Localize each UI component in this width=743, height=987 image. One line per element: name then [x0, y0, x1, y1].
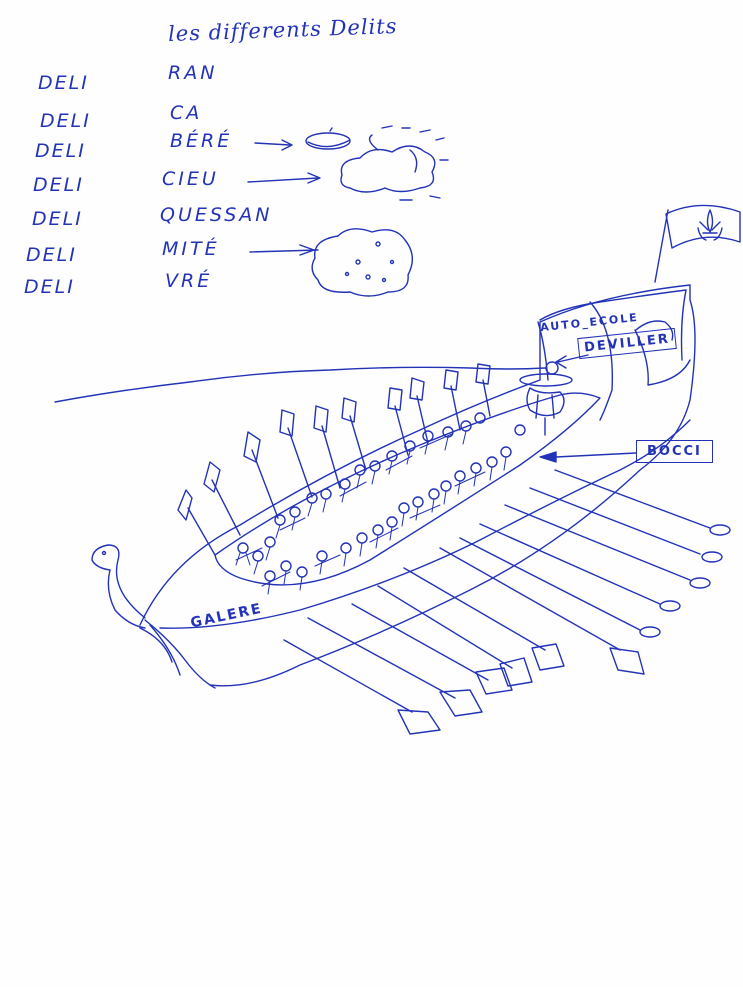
word-prefix: DELI [33, 174, 84, 196]
word-suffix: VRÉ [165, 270, 213, 292]
captain-figure [520, 362, 572, 435]
word-prefix: DELI [38, 72, 89, 94]
cloud-arrow [248, 173, 320, 183]
flag [655, 205, 740, 282]
word-suffix: CA [170, 102, 203, 124]
galley-hull [140, 285, 695, 686]
deck-arrow [540, 452, 636, 462]
word-prefix: DELI [35, 140, 86, 162]
cheese-arrow [250, 245, 318, 255]
captain-arrow [556, 355, 588, 368]
word-prefix: DELI [26, 244, 77, 266]
beret-icon [306, 128, 350, 149]
word-prefix: DELI [24, 276, 75, 298]
beret-arrow [255, 140, 292, 150]
deck-label: BOCCI [636, 440, 713, 463]
upper-oars [178, 364, 490, 555]
lower-oars [284, 470, 730, 734]
cheese-icon [312, 229, 412, 296]
rower-bodies [236, 431, 506, 594]
sea-horizon [55, 367, 545, 402]
rowers [238, 413, 525, 581]
word-suffix: RAN [168, 62, 218, 84]
cloud-icon [341, 126, 448, 200]
word-suffix: MITÉ [162, 238, 220, 260]
word-suffix: QUESSAN [160, 204, 273, 226]
word-prefix: DELI [40, 110, 91, 132]
prow-head [92, 545, 215, 688]
fleur-de-lis-icon [698, 210, 722, 240]
word-prefix: DELI [32, 208, 83, 230]
word-suffix: CIEU [162, 168, 219, 190]
word-suffix: BÉRÉ [170, 130, 233, 152]
